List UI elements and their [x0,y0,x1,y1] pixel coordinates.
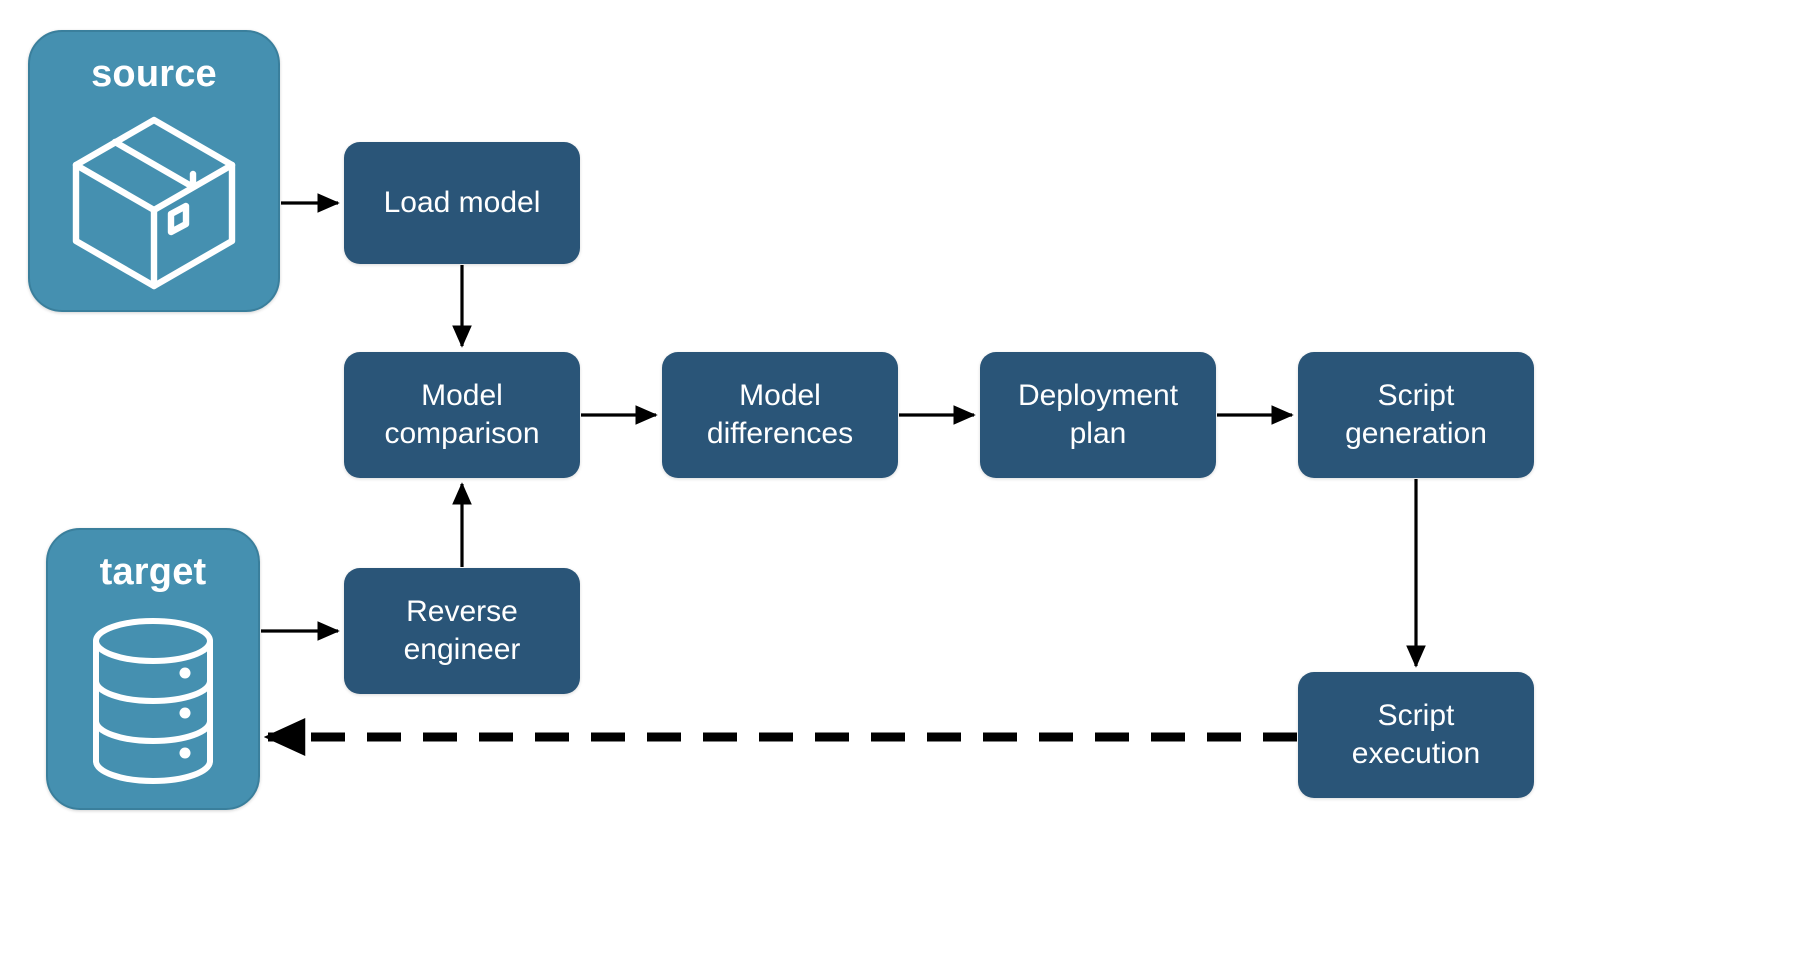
process-label-reverse-engineer: Reverse engineer [403,594,521,666]
process-label-script-execution: Script execution [1351,698,1481,770]
endpoint-label-source: source [91,53,217,95]
process-node-reverse-engineer[interactable]: Reverse engineer [344,568,580,694]
endpoint-label-target: target [99,551,207,593]
process-node-script-generation[interactable]: Script generation [1298,352,1534,478]
process-label-model-differences: Model differences [706,378,854,450]
process-label-load-model: Load model [383,185,541,219]
process-label-model-comparison: Model comparison [384,378,540,450]
process-node-script-execution[interactable]: Script execution [1298,672,1534,798]
process-node-deployment-plan[interactable]: Deployment plan [980,352,1216,478]
process-label-deployment-plan: Deployment plan [1017,378,1179,450]
endpoint-node-source[interactable]: source [28,30,280,312]
database-cylinder-icon [48,594,258,808]
process-node-model-comparison[interactable]: Model comparison [344,352,580,478]
process-node-model-differences[interactable]: Model differences [662,352,898,478]
process-label-script-generation: Script generation [1345,378,1487,450]
process-node-load-model[interactable]: Load model [344,142,580,264]
package-box-icon [30,96,278,310]
endpoint-node-target[interactable]: target [46,528,260,810]
